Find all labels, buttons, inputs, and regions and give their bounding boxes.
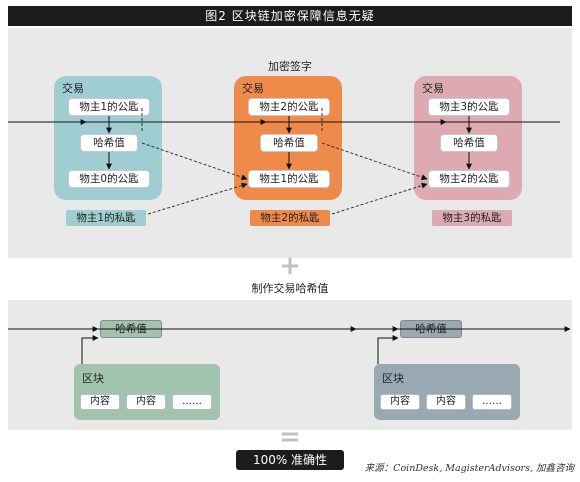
block-content-box: …… [172,394,212,410]
dashed-arrow [331,182,428,215]
dashed-arrow [141,142,248,181]
block-card-2 [374,364,520,420]
signature-section-title: 加密签字 [268,60,312,73]
owner0-public-key-box: 物主0的公匙 [68,170,150,188]
source-credit: 来源：CoinDesk, MagisterAdvisors, 加鑫咨询 [364,463,574,474]
figure-title: 图2 区块链加密保障信息无疑 [8,6,572,26]
owner1-private-key-label: 物主1的私匙 [66,210,146,226]
owner2-private-key-label: 物主2的私匙 [250,210,330,226]
owner1-public-key-box: 物主1的公匙 [248,170,330,188]
block-card-1 [74,364,220,420]
result-badge: 100% 准确性 [236,450,344,470]
owner1-public-key-box: 物主1的公匙 [68,98,150,116]
hash-value-box: 哈希值 [80,134,138,152]
block-content-box: 内容 [426,394,466,410]
owner3-public-key-box: 物主3的公匙 [428,98,510,116]
block-content-box: …… [472,394,512,410]
dashed-arrow [321,142,428,181]
elbow-connector [377,335,399,364]
block-content-box: 内容 [126,394,166,410]
hash-value-box: 哈希值 [440,134,498,152]
block-content-box: 内容 [80,394,120,410]
owner2-public-key-box: 物主2的公匙 [248,98,330,116]
block-label: 区块 [82,372,104,385]
equals-symbol: = [279,422,301,452]
dashed-arrow [147,182,248,215]
owner2-public-key-box: 物主2的公匙 [428,170,510,188]
plus-symbol: + [279,251,301,281]
block-content-box: 内容 [380,394,420,410]
transaction-label: 交易 [62,82,84,95]
hash-value-box: 哈希值 [260,134,318,152]
transaction-label: 交易 [242,82,264,95]
elbow-connector [81,335,99,364]
transaction-label: 交易 [422,82,444,95]
block-label: 区块 [382,372,404,385]
hash-section-title: 制作交易哈希值 [251,282,329,295]
owner3-private-key-label: 物主3的私匙 [432,210,512,226]
